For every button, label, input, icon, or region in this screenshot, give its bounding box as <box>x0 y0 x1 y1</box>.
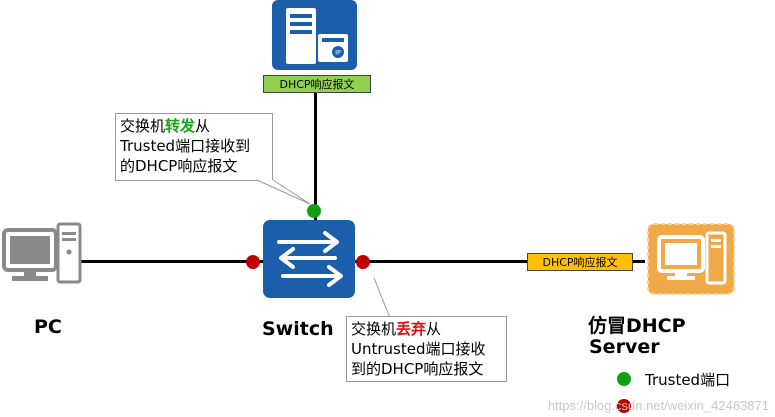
watermark-text: https://blog.csdn.net/weixin_42463871 <box>547 398 769 413</box>
legend-trusted-dot <box>617 372 631 386</box>
pc-icon <box>0 222 82 284</box>
rogue-label-line2: Server <box>589 336 660 358</box>
right-packet-tag: DHCP响应报文 <box>527 253 633 271</box>
svg-text:IP: IP <box>335 50 341 57</box>
link-switch-rogue <box>355 260 645 263</box>
link-server-switch <box>314 93 317 221</box>
legend-untrusted-dot <box>617 399 631 413</box>
switch-icon <box>263 220 355 298</box>
link-pc-switch <box>80 260 264 263</box>
top-packet-tag: DHCP响应报文 <box>263 75 371 93</box>
drop-callout: 交换机丢弃从 Untrusted端口接收 到的DHCP响应报文 <box>346 316 507 382</box>
dhcp-server-icon: IP <box>272 0 357 70</box>
forward-callout: 交换机转发从 Trusted端口接收到 的DHCP响应报文 <box>115 113 273 181</box>
legend-trusted-label: Trusted端口 <box>645 371 731 389</box>
drop-callout-pointer <box>373 277 420 319</box>
switch-label: Switch <box>262 318 334 340</box>
rogue-dhcp-server-icon <box>647 223 735 295</box>
rogue-label-line1: 仿冒DHCP <box>588 315 686 337</box>
untrusted-port-dot-right <box>356 255 370 269</box>
untrusted-port-dot-left <box>246 255 260 269</box>
forward-callout-pointer <box>256 179 311 205</box>
trusted-port-dot <box>307 204 321 218</box>
pc-label: PC <box>34 316 62 338</box>
